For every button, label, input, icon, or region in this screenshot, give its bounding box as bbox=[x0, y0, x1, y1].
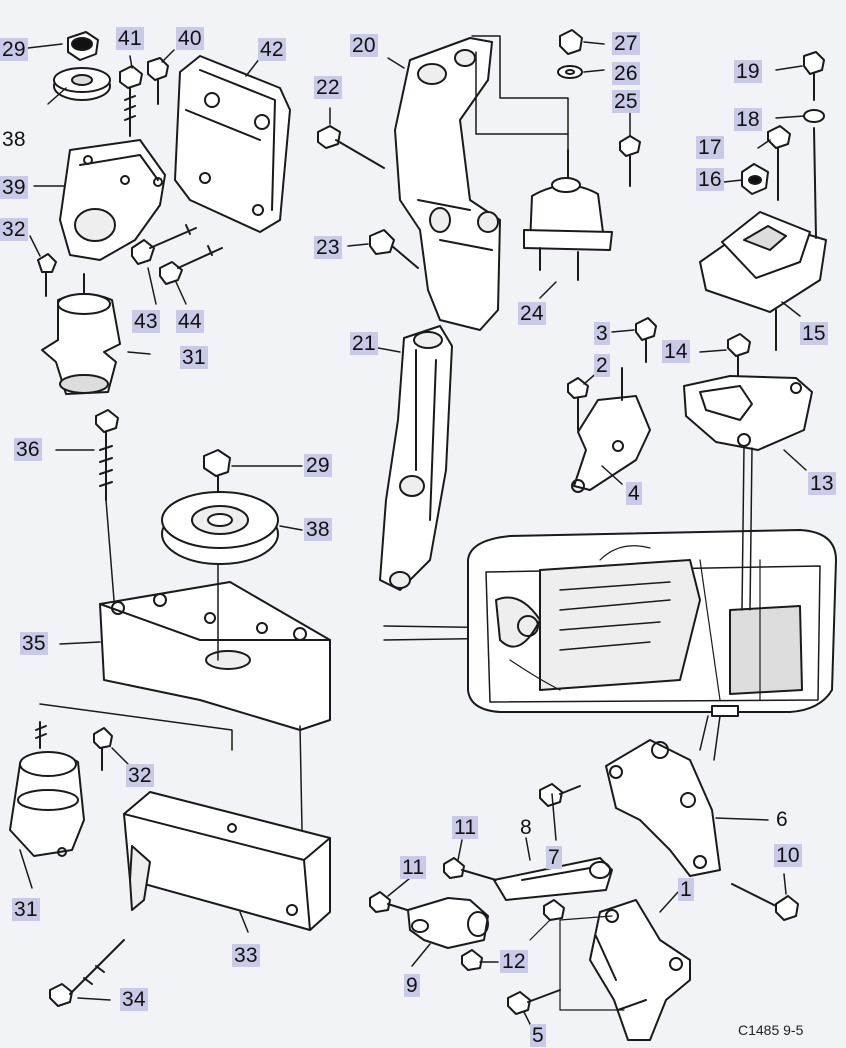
washer-18 bbox=[803, 109, 825, 123]
bracket-20 bbox=[394, 37, 501, 331]
nut-27-washer-26 bbox=[557, 29, 583, 79]
callout-26: 26 bbox=[612, 62, 640, 85]
callout-leaders bbox=[19, 41, 807, 1033]
bolt-36 bbox=[95, 409, 119, 601]
callout-6: 6 bbox=[776, 808, 788, 831]
bolt-32-bottom bbox=[93, 727, 113, 771]
callout-29-center: 29 bbox=[304, 454, 332, 477]
leader-20-24 bbox=[471, 35, 569, 151]
callout-27: 27 bbox=[612, 32, 640, 55]
mount-24 bbox=[523, 149, 613, 281]
callout-18: 18 bbox=[734, 108, 762, 131]
nut-29-center bbox=[203, 449, 231, 501]
bolt-40 bbox=[147, 57, 169, 105]
callout-10: 10 bbox=[774, 844, 802, 867]
bolt-11-top bbox=[443, 857, 497, 881]
callout-32-bottom: 32 bbox=[126, 764, 154, 787]
bolts-43-44 bbox=[131, 224, 223, 285]
callout-41: 41 bbox=[116, 27, 144, 50]
callout-40: 40 bbox=[176, 27, 204, 50]
callout-1: 1 bbox=[678, 878, 694, 901]
mount-31-top bbox=[37, 253, 121, 395]
callout-38: 38 bbox=[2, 128, 26, 151]
bolt-34 bbox=[49, 939, 125, 1007]
washer-38-center bbox=[161, 491, 279, 565]
callout-19: 19 bbox=[734, 60, 762, 83]
bolt-17 bbox=[767, 125, 791, 201]
bracket-1 bbox=[589, 899, 691, 1041]
bolt-23 bbox=[369, 229, 419, 269]
callout-39: 39 bbox=[0, 176, 28, 199]
callout-23: 23 bbox=[314, 236, 342, 259]
callout-44: 44 bbox=[176, 310, 204, 333]
callout-22: 22 bbox=[314, 76, 342, 99]
callout-25: 25 bbox=[612, 90, 640, 113]
callout-4: 4 bbox=[626, 482, 642, 505]
callout-43: 43 bbox=[132, 310, 160, 333]
rod-8 bbox=[493, 857, 613, 901]
bolt-22 bbox=[317, 125, 385, 169]
bracket-4 bbox=[567, 367, 651, 493]
leader-lines-misc bbox=[529, 915, 625, 1011]
callout-29: 29 bbox=[0, 38, 28, 61]
engine-bay-illustration bbox=[467, 529, 837, 717]
mount-31-bottom bbox=[9, 721, 85, 857]
leader-engine-13 bbox=[741, 445, 753, 611]
callout-31: 31 bbox=[180, 346, 208, 369]
bolt-25 bbox=[619, 135, 641, 187]
bolt-7 bbox=[539, 783, 581, 807]
bolt-41 bbox=[119, 65, 143, 137]
callout-31-bottom: 31 bbox=[12, 898, 40, 921]
bolt-10 bbox=[731, 883, 799, 921]
drawing-code: C1485 9-5 bbox=[738, 1022, 804, 1038]
bolt-11-bottom bbox=[369, 891, 421, 915]
callout-16: 16 bbox=[696, 168, 724, 191]
callout-9: 9 bbox=[404, 974, 420, 997]
bolt-14 bbox=[727, 333, 751, 383]
washer-38-top bbox=[53, 67, 111, 101]
nuts-12 bbox=[461, 899, 565, 971]
callout-12: 12 bbox=[500, 950, 528, 973]
callout-33: 33 bbox=[232, 944, 260, 967]
link-9 bbox=[407, 897, 489, 949]
bolt-19 bbox=[803, 51, 825, 101]
bolt-5 bbox=[507, 989, 561, 1015]
callout-24: 24 bbox=[518, 302, 546, 325]
mount-13 bbox=[683, 375, 813, 451]
callout-3: 3 bbox=[594, 322, 610, 345]
callout-36: 36 bbox=[14, 438, 42, 461]
callout-11-top: 11 bbox=[452, 816, 479, 839]
callout-7: 7 bbox=[546, 846, 562, 869]
nut-29-top bbox=[67, 31, 99, 61]
crossmember-33 bbox=[123, 791, 331, 931]
callout-15: 15 bbox=[800, 322, 828, 345]
leader-engine-6 bbox=[699, 715, 721, 761]
callout-20: 20 bbox=[350, 34, 378, 57]
bracket-6 bbox=[605, 739, 721, 877]
bracket-35 bbox=[99, 563, 331, 731]
callout-34: 34 bbox=[120, 988, 148, 1011]
callout-8: 8 bbox=[520, 816, 532, 839]
nut-16 bbox=[741, 163, 769, 195]
leader-31-35 bbox=[39, 703, 303, 831]
callout-21: 21 bbox=[350, 332, 378, 355]
callout-13: 13 bbox=[808, 472, 836, 495]
callout-42: 42 bbox=[258, 38, 286, 61]
callout-14: 14 bbox=[662, 340, 690, 363]
mount-15 bbox=[699, 127, 827, 351]
callout-11-bottom: 11 bbox=[400, 856, 427, 879]
arm-21 bbox=[379, 325, 453, 591]
bracket-39 bbox=[59, 139, 166, 261]
bracket-42 bbox=[174, 55, 291, 233]
callout-2: 2 bbox=[594, 354, 610, 377]
callout-38-center: 38 bbox=[304, 518, 332, 541]
callout-17: 17 bbox=[696, 136, 724, 159]
callout-32: 32 bbox=[0, 218, 28, 241]
callout-5: 5 bbox=[530, 1024, 546, 1047]
bolt-3 bbox=[635, 317, 657, 363]
callout-35: 35 bbox=[20, 632, 48, 655]
